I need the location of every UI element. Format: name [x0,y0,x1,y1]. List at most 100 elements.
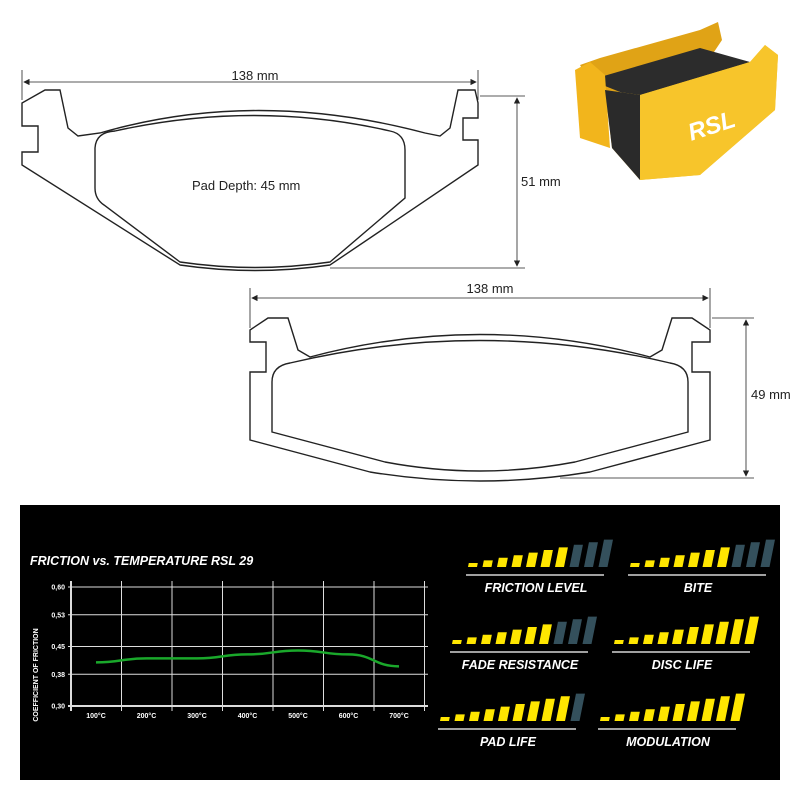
rating-bar [701,698,715,721]
ratings-group: FRICTION LEVEL BITE FADE RESISTANCE DISC LI… [438,539,775,749]
rating-bar [584,542,598,567]
rating-bar [510,629,522,644]
panel-graphics: FRICTION vs. TEMPERATURE RSL 29 COEFFICI… [30,539,775,749]
performance-panel: FRICTION vs. TEMPERATURE RSL 29 COEFFICI… [20,505,780,780]
top-width-label: 138 mm [232,68,279,83]
x-tick-label: 700°C [389,712,409,720]
chart-title: FRICTION vs. TEMPERATURE RSL 29 [30,554,253,568]
friction-chart: 0,60 0,53 0,45 0,38 0,30 100°C 200°C 300°C 400°C… [51,581,428,720]
rating-bar [495,632,507,644]
rating-bar [468,563,478,567]
rating-bar [440,717,450,721]
rating-bar [630,563,640,567]
rating-bar [644,560,655,567]
rating-bar [760,539,775,567]
rating-label: FADE RESISTANCE [462,658,579,672]
rating-modulation: MODULATION [598,693,745,749]
rating-label: DISC LIFE [652,658,713,672]
rating-bar [452,640,462,644]
rating-bar [614,714,625,721]
x-tick-label: 300°C [187,712,207,720]
y-tick-label: 0,30 [51,704,65,711]
rating-bar [570,693,585,721]
rating-bar [688,552,700,567]
rating-bite: BITE [628,539,775,595]
rating-bar [483,709,495,721]
y-tick-label: 0,53 [51,612,65,619]
rating-label: MODULATION [626,735,711,749]
rating-bar [614,640,624,644]
rating-bar [659,557,670,567]
rating-bar [454,714,465,721]
rating-bar [582,616,597,644]
top-height-label: 51 mm [521,174,561,189]
rating-bar [569,544,583,567]
rating-bar [511,555,523,567]
rating-label: FRICTION LEVEL [485,581,588,595]
rating-bar [658,706,670,721]
rating-bar [628,637,639,644]
y-axis-label: COEFFICIENT OF FRICTION [33,628,40,721]
rating-bar [746,542,760,567]
rating-friction-level: FRICTION LEVEL [466,539,613,595]
rating-bar [482,560,493,567]
rating-bar [702,550,715,567]
rating-bar [744,616,759,644]
y-tick-label: 0,45 [51,644,65,651]
x-tick-label: 400°C [238,712,258,720]
friction-series-line [95,649,400,668]
rating-bar [568,619,582,644]
x-tick-label: 100°C [86,712,106,720]
rating-bar [687,701,700,721]
rating-bar [556,696,570,721]
x-tick-label: 600°C [339,712,359,720]
brake-pad-product-image: RSL [575,22,778,180]
rating-bar [600,717,610,721]
x-tick-label: 500°C [288,712,308,720]
rating-bar [526,552,538,567]
x-tick-label: 200°C [137,712,157,720]
rating-bar [629,711,640,721]
rating-label: BITE [684,581,713,595]
rating-bar [715,621,729,644]
rating-bar [672,629,684,644]
rating-bar [701,624,714,644]
rating-bar [469,711,480,721]
rating-bar [540,550,553,567]
rating-bar [497,557,508,567]
rating-bar [498,706,510,721]
bottom-width-label: 138 mm [467,281,514,296]
rating-bar [716,696,730,721]
y-tick-label: 0,38 [51,672,65,679]
rating-bar [541,698,555,721]
rating-pad-life: PAD LIFE [438,693,585,749]
rating-bar [539,624,552,644]
rating-bar [466,637,477,644]
rating-bar [512,704,525,721]
rating-bar [717,547,730,567]
rating-bar [672,704,685,721]
rating-bar [524,627,537,644]
rating-bar [598,539,613,567]
rating-bar [730,693,745,721]
technical-drawing: 138 mm 51 mm Pad Depth: 45 mm 138 mm 49 … [21,22,791,482]
rating-bar [527,701,540,721]
rating-bar [686,627,699,644]
bottom-pad-drawing [249,288,754,482]
rating-disc-life: DISC LIFE [612,616,759,672]
rating-bar [643,709,655,721]
top-pad-drawing [21,70,525,272]
rating-bar [657,632,669,644]
rating-label: PAD LIFE [480,735,537,749]
pad-depth-label: Pad Depth: 45 mm [192,178,300,193]
bottom-height-label: 49 mm [751,387,791,402]
rating-bar [673,555,685,567]
rating-bar [553,621,567,644]
rating-bar [730,619,744,644]
y-tick-label: 0,60 [51,585,65,592]
rating-bar [731,544,745,567]
rating-bar [643,634,654,644]
rating-bar [555,547,568,567]
rating-fade-resistance: FADE RESISTANCE [450,616,597,672]
